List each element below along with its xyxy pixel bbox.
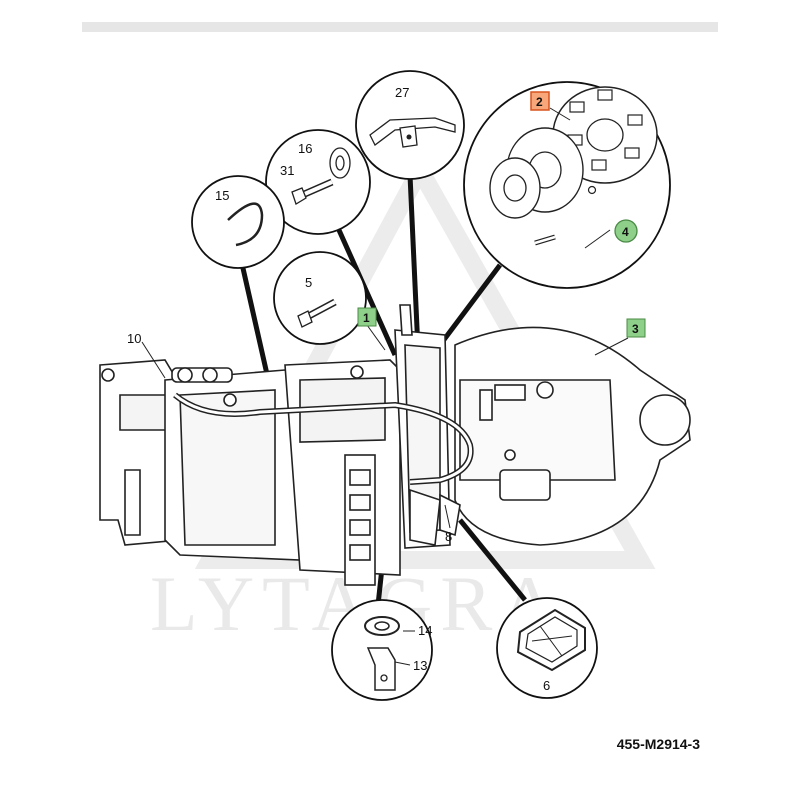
- transmission-assembly: [99, 304, 691, 586]
- detail-circle-15: 15: [191, 175, 285, 269]
- detail-circle-5: 5: [273, 251, 367, 345]
- callout-15: 15: [215, 188, 229, 203]
- detail-circle-16-31: 16 31: [265, 129, 371, 235]
- callout-10: 10: [127, 331, 141, 346]
- drawing-reference: 455-M2914-3: [616, 736, 700, 752]
- tag-4-circle: [614, 219, 638, 243]
- detail-circle-14-13: 14 13: [331, 599, 433, 701]
- callout-31: 31: [280, 163, 294, 178]
- tag-1-box: [357, 307, 377, 327]
- callout-8: 8: [445, 529, 452, 544]
- tag-4: 4: [614, 219, 638, 243]
- callout-16: 16: [298, 141, 312, 156]
- detail-circle-6: 6: [496, 597, 598, 699]
- tag-3-label: 3: [632, 322, 639, 336]
- detail-circle-27: 27: [355, 70, 465, 180]
- callout-27: 27: [395, 85, 409, 100]
- main-callouts: 10 8: [127, 331, 452, 544]
- tag-1: 1: [357, 307, 386, 351]
- callout-6: 6: [543, 678, 550, 693]
- tag-4-label: 4: [622, 225, 629, 239]
- callout-5: 5: [305, 275, 312, 290]
- tag-1-label: 1: [363, 311, 370, 325]
- tag-2-box: [530, 91, 550, 111]
- tag-3-box: [626, 318, 646, 338]
- detail-circle-flywheel: [463, 81, 671, 289]
- hose: [173, 392, 474, 485]
- tag-2-label: 2: [536, 95, 543, 109]
- callout-14: 14: [418, 623, 432, 638]
- tag-2: 2: [530, 91, 571, 121]
- tag-3: 3: [594, 318, 646, 356]
- callout-13: 13: [413, 658, 427, 673]
